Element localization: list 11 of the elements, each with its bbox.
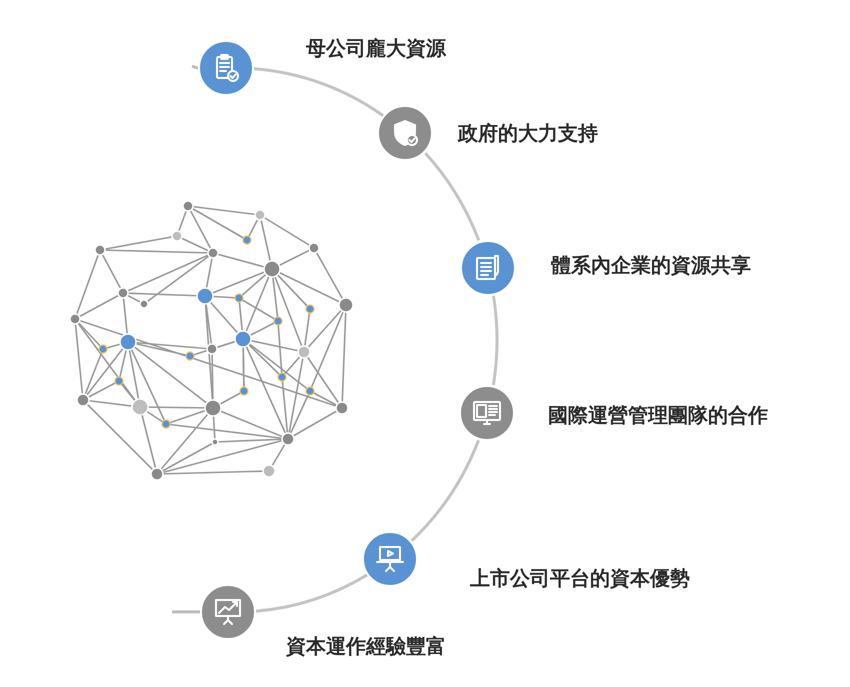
curved-connector xyxy=(254,67,384,118)
item-label: 上市公司平台的資本優勢 xyxy=(470,566,690,590)
item-label: 政府的大力支持 xyxy=(458,121,598,145)
curved-connector xyxy=(410,440,480,542)
curved-connector xyxy=(255,573,368,613)
item-label: 體系內企業的資源共享 xyxy=(551,253,751,277)
item-label: 母公司龐大資源 xyxy=(306,36,446,60)
curved-connector xyxy=(492,296,498,386)
item-label: 資本運作經驗豐富 xyxy=(286,634,446,658)
item-label: 國際運營管理團隊的合作 xyxy=(548,403,768,427)
curved-connector xyxy=(424,152,480,241)
